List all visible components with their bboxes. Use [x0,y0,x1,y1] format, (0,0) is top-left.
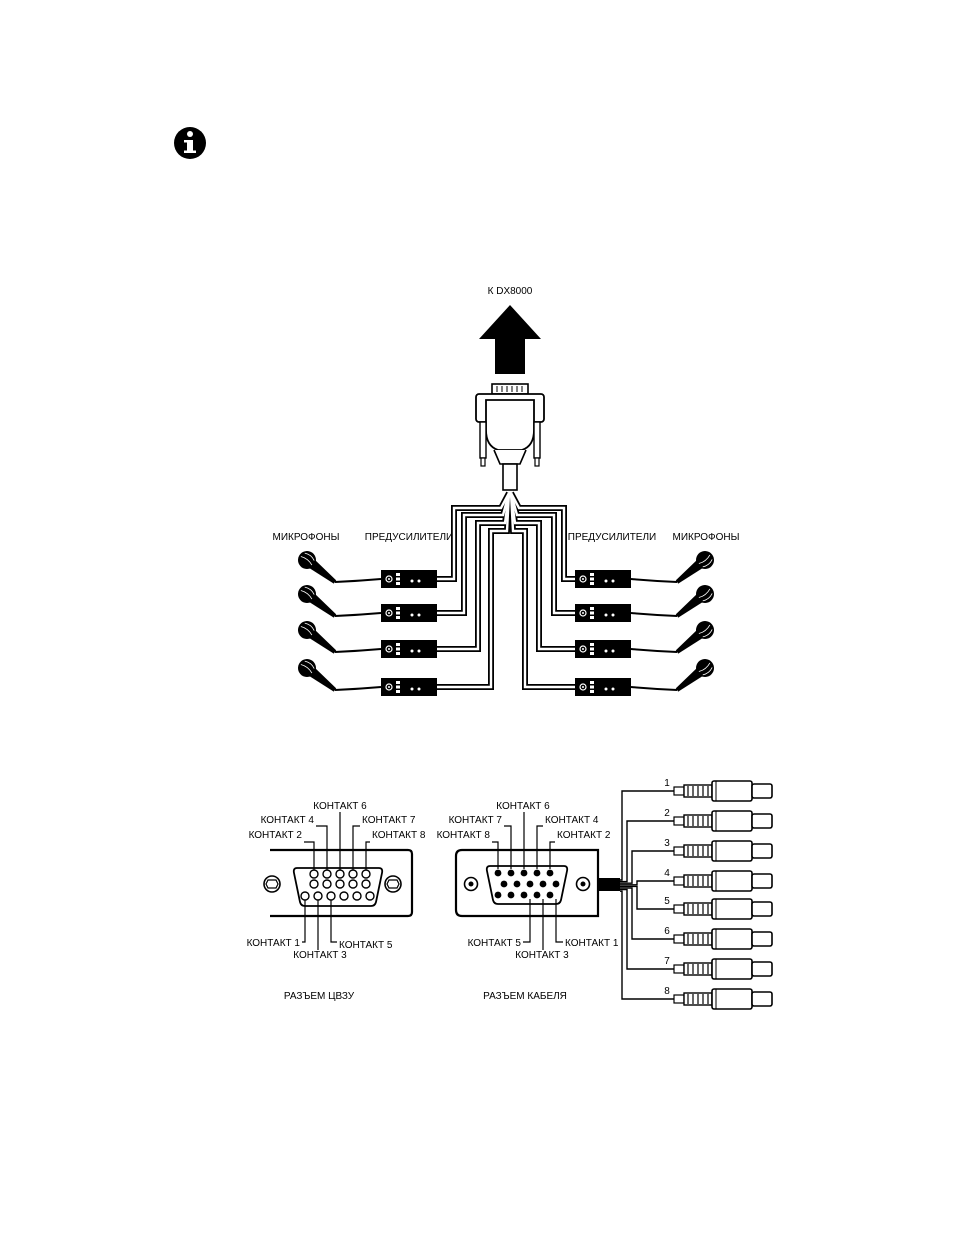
microphone-icon [631,581,718,623]
dvr-pin-1-label: КОНТАКТ 1 [247,938,301,949]
info-circle-icon [174,127,206,159]
preamplifier [575,570,631,588]
rca-channel-number: 7 [664,956,670,967]
cable-pin-6-label: КОНТАКТ 6 [496,801,550,812]
dvr-pin [336,880,344,888]
cable-pin [547,870,554,877]
dvr-pin [366,892,374,900]
dvr-pin-4-label: КОНТАКТ 4 [261,815,315,826]
rca-plug [674,899,772,919]
dvr-pin-2-label: КОНТАКТ 2 [249,830,303,841]
rca-plug [674,811,772,831]
preamplifier [381,604,437,622]
preamplifier [381,678,437,696]
dvr-pin-3-label: КОНТАКТ 3 [293,950,347,961]
dvr-pin [314,892,322,900]
rca-lead [620,891,674,999]
cable-pin [553,881,560,888]
rca-channel-number: 6 [664,926,670,937]
rca-channel-number: 8 [664,986,670,997]
left-preamps-label: ПРЕДУСИЛИТЕЛИ [365,532,453,543]
db15-plug [476,384,544,490]
left-microphones-label: МИКРОФОНЫ [272,532,339,543]
cable-pin [501,881,508,888]
microphone-icon [631,617,718,659]
dvr-pin [323,880,331,888]
dvr-pin [353,892,361,900]
preamplifier [381,640,437,658]
rca-plug [674,989,772,1009]
dvr-pin [362,880,370,888]
dvr-pin [349,870,357,878]
rca-lead [620,791,674,880]
cable-pin-2-label: КОНТАКТ 2 [557,830,611,841]
microphone-icon [294,617,381,659]
cable-pin-5-label: КОНТАКТ 5 [468,938,522,949]
dvr-pin-7-label: КОНТАКТ 7 [362,815,416,826]
rca-channel-number: 5 [664,896,670,907]
cable-pin [534,892,541,899]
preamplifier [575,604,631,622]
microphone-preamp-chains [294,547,717,697]
microphone-icon [631,547,718,589]
cable-bundle [437,493,575,687]
cable-wire [511,493,575,579]
cable-pin [495,892,502,899]
dvr-pin [310,880,318,888]
preamplifier [575,678,631,696]
rca-plug [674,929,772,949]
rca-channel-number: 3 [664,838,670,849]
microphone-icon [294,655,381,697]
microphone-icon [631,655,718,697]
rca-channel-number: 1 [664,778,670,789]
cable-pin-7-label: КОНТАКТ 7 [449,815,503,826]
cable-pin [495,870,502,877]
preamplifier [381,570,437,588]
dvr-connector-caption: РАЗЪЕМ ЦВЗУ [284,991,355,1002]
cable-pin [508,892,515,899]
cable-pin [547,892,554,899]
cable-connector-caption: РАЗЪЕМ КАБЕЛЯ [483,991,567,1002]
dvr-pin [310,870,318,878]
dvr-pin [340,892,348,900]
cable-pin [521,870,528,877]
rca-channel-number: 4 [664,868,670,879]
dvr-pin-8-label: КОНТАКТ 8 [372,830,426,841]
rca-plug [674,781,772,801]
cable-pin [534,870,541,877]
cable-pin [540,881,547,888]
cable-pin-8-label: КОНТАКТ 8 [437,830,491,841]
cable-connector [456,850,620,916]
arrow-up-icon [479,305,541,374]
preamplifier [575,640,631,658]
dvr-pin [349,880,357,888]
cable-pin-4-label: КОНТАКТ 4 [545,815,599,826]
dvr-pin [327,892,335,900]
cable-pin-3-label: КОНТАКТ 3 [515,950,569,961]
dvr-pin [323,870,331,878]
dvr-pin-6-label: КОНТАКТ 6 [313,801,367,812]
cable-pin [514,881,521,888]
cable-pin [527,881,534,888]
dvr-pin [301,892,309,900]
dvr-pin [362,870,370,878]
rca-plug [674,959,772,979]
cable-pin [521,892,528,899]
cable-pin [508,870,515,877]
rca-fanout: 1 2 3 4 5 6 7 8 [620,778,772,1009]
to-dx8000-label: К DX8000 [488,286,533,297]
rca-channel-number: 2 [664,808,670,819]
rca-plug [674,841,772,861]
cable-pin-1-label: КОНТАКТ 1 [565,938,619,949]
right-preamps-label: ПРЕДУСИЛИТЕЛИ [568,532,656,543]
right-microphones-label: МИКРОФОНЫ [672,532,739,543]
dvr-connector [264,850,412,916]
rca-plug [674,871,772,891]
dvr-pin [336,870,344,878]
dvr-pin-5-label: КОНТАКТ 5 [339,940,393,951]
microphone-icon [294,547,381,589]
microphone-icon [294,581,381,623]
